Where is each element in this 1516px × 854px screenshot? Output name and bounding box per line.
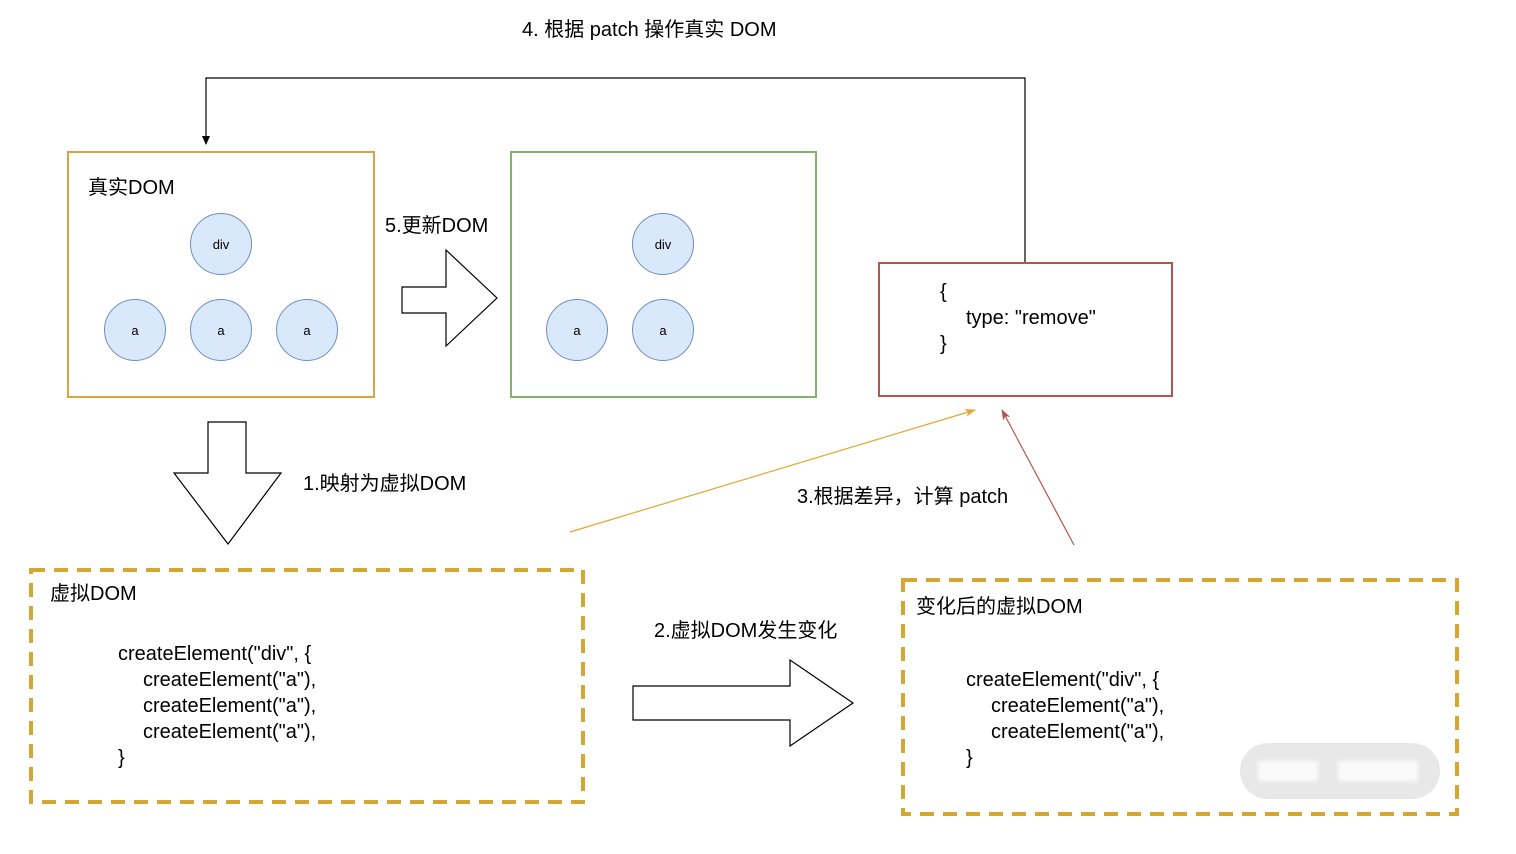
vdom-code-child: createElement("a"), (143, 721, 317, 743)
vdom-change-hollow-arrow (632, 658, 855, 748)
vdom-title: 虚拟DOM (50, 583, 137, 605)
updated-dom-node-a: a (546, 299, 608, 361)
real-dom-node-a: a (104, 299, 166, 361)
updated-dom-node-div: div (632, 213, 694, 275)
updated-dom-node-a: a (632, 299, 694, 361)
real-dom-node-div: div (190, 213, 252, 275)
watermark (1240, 743, 1440, 799)
vdom-code-child: createElement("a"), (143, 695, 317, 717)
patch-open-brace: { (940, 281, 947, 303)
vdom-code-child: createElement("a"), (143, 669, 317, 691)
watermark-blur-block (1338, 761, 1418, 781)
vdom-code-root-open: createElement("div", { (118, 643, 312, 665)
real-dom-title: 真实DOM (88, 177, 175, 199)
patch-type-line: type: "remove" (966, 307, 1096, 329)
patch-close-brace: } (940, 333, 947, 355)
update-dom-label: 5.更新DOM (385, 215, 489, 237)
changed-vdom-to-patch-link (1001, 409, 1075, 546)
diff-patch-label: 3.根据差异，计算 patch (797, 486, 1009, 508)
changed-vdom-code-child: createElement("a"), (991, 695, 1165, 717)
vdom-to-patch-link (569, 409, 976, 533)
real-dom-node-a: a (276, 299, 338, 361)
map-to-vdom-label: 1.映射为虚拟DOM (303, 473, 467, 495)
patch-box (878, 262, 1173, 397)
vdom-box (29, 568, 585, 804)
changed-vdom-code-child: createElement("a"), (991, 721, 1165, 743)
watermark-blur-block (1258, 761, 1318, 781)
vdom-change-label: 2.虚拟DOM发生变化 (654, 620, 838, 642)
changed-vdom-code-root-open: createElement("div", { (966, 669, 1160, 691)
vdom-code-root-close: } (118, 747, 125, 769)
changed-vdom-title: 变化后的虚拟DOM (916, 596, 1083, 618)
update-dom-hollow-arrow (401, 248, 498, 348)
changed-vdom-code-root-close: } (966, 747, 973, 769)
real-dom-node-a: a (190, 299, 252, 361)
map-to-vdom-hollow-arrow (172, 421, 283, 545)
patch-to-real-dom-connector (202, 77, 1026, 262)
patch-dom-label: 4. 根据 patch 操作真实 DOM (522, 19, 777, 41)
